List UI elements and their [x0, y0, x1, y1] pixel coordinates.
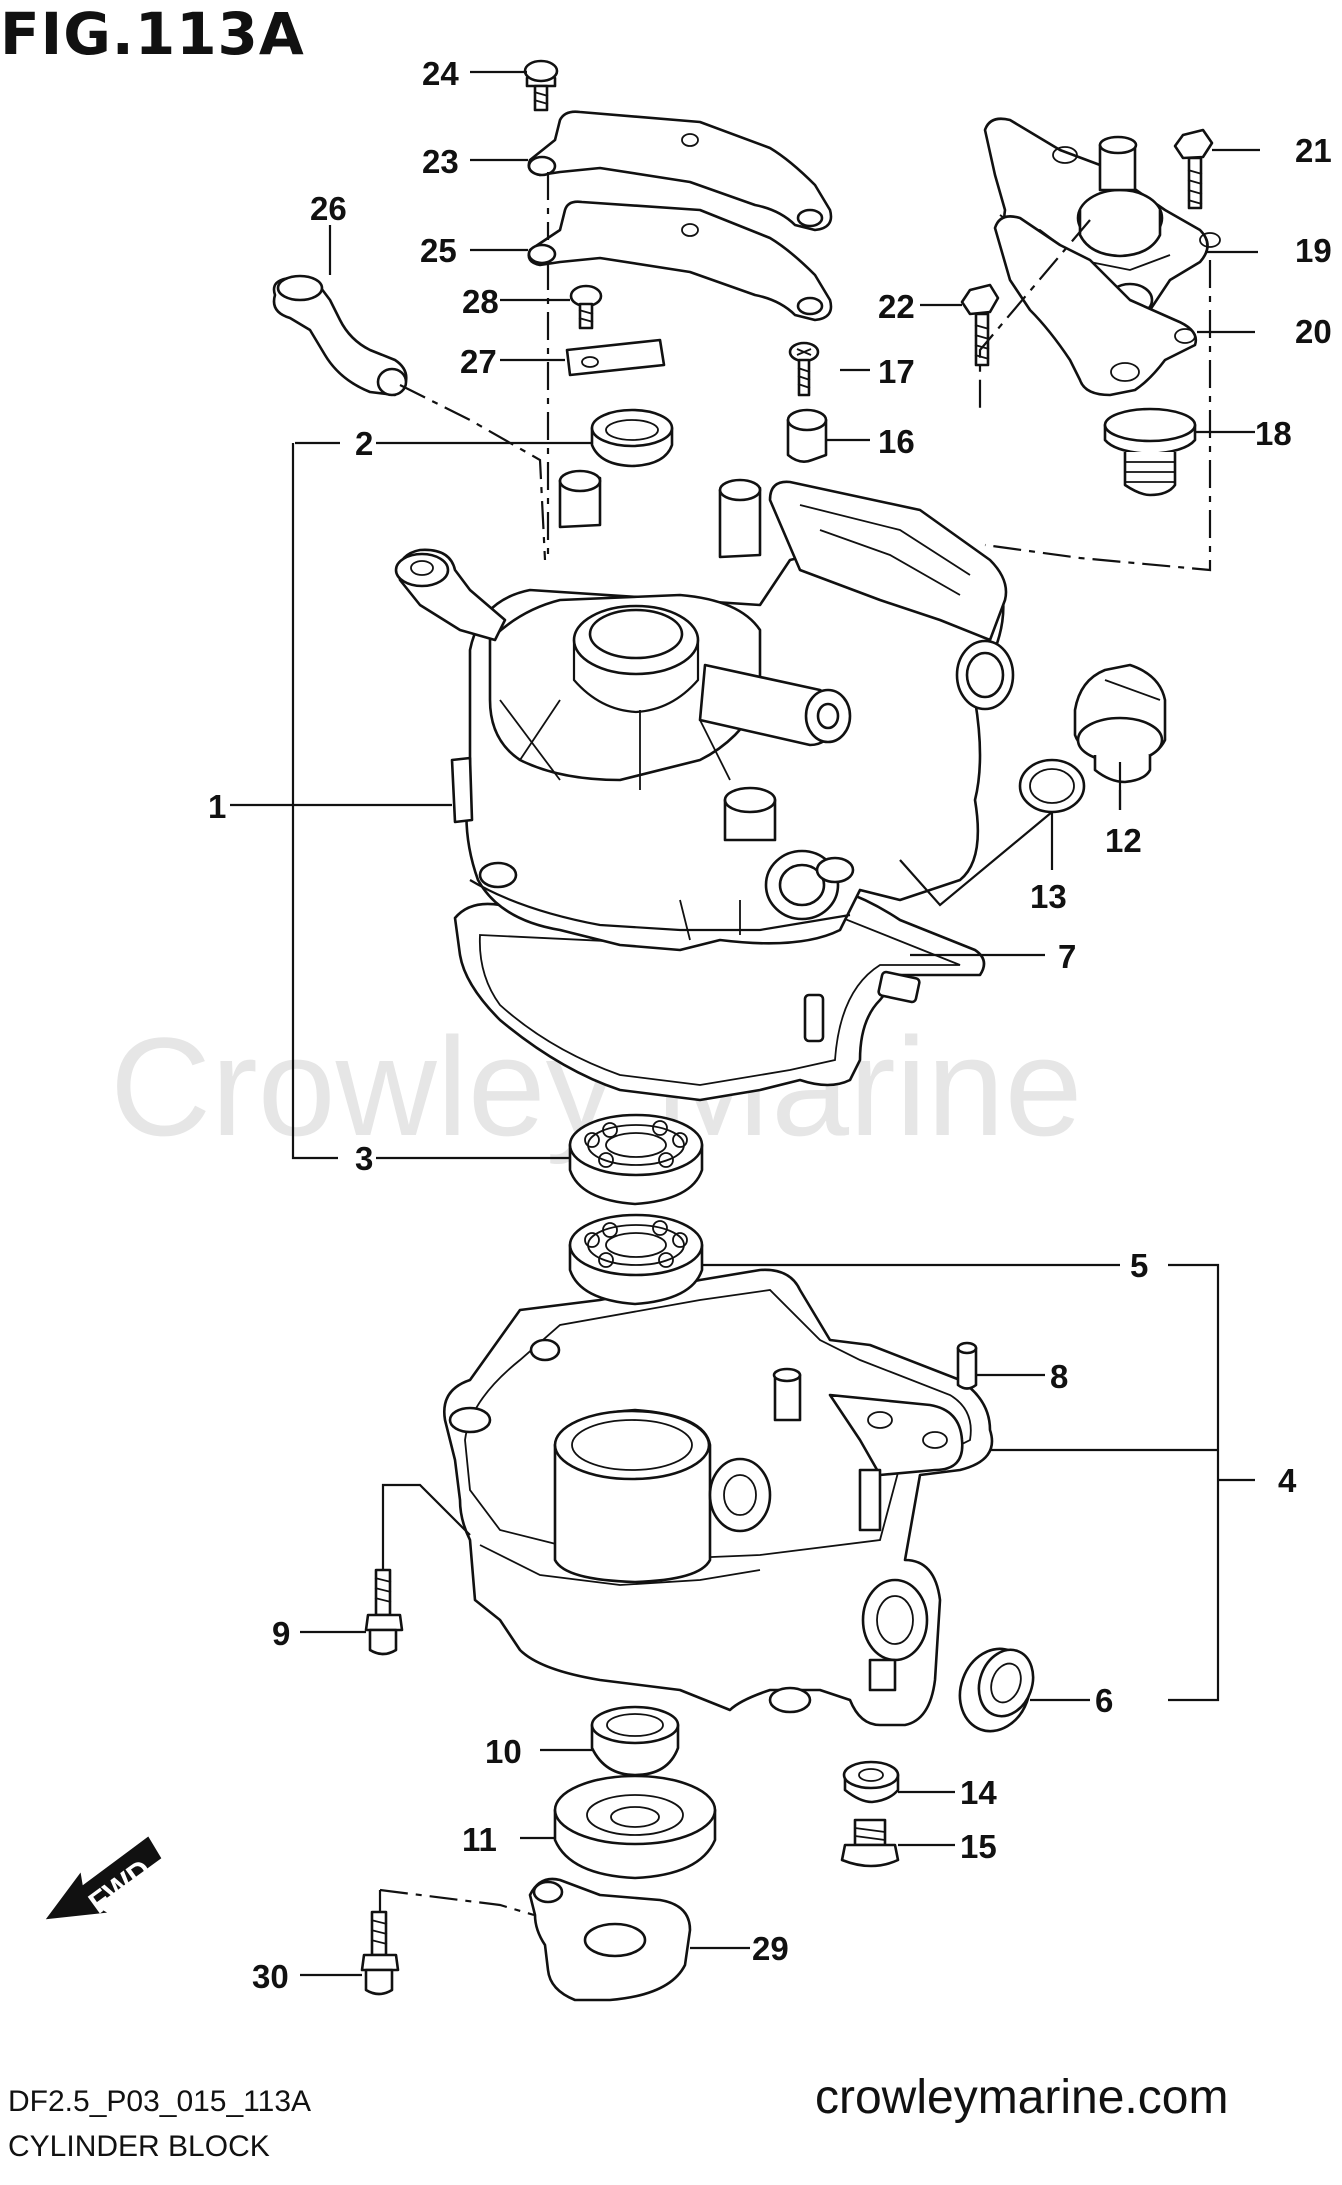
screw-part-28[interactable]	[569, 284, 603, 330]
crankcase-part[interactable]	[442, 1268, 994, 1727]
thermostat-part-18[interactable]	[1103, 407, 1197, 497]
callout-17[interactable]: 17	[878, 353, 915, 390]
callout-26[interactable]: 26	[310, 190, 347, 227]
callout-22[interactable]: 22	[878, 288, 915, 325]
cover-part-11[interactable]	[553, 1774, 717, 1880]
callout-18[interactable]: 18	[1255, 415, 1292, 452]
callout-3[interactable]: 3	[355, 1140, 373, 1177]
screw-part-24[interactable]	[523, 59, 559, 112]
website-link[interactable]: crowleymarine.com	[815, 2071, 1229, 2124]
figure-title: FIG.113A	[0, 0, 305, 68]
callout-27[interactable]: 27	[460, 343, 497, 380]
plug-part-12[interactable]	[1073, 663, 1167, 784]
callout-20[interactable]: 20	[1295, 313, 1332, 350]
callout-12[interactable]: 12	[1105, 822, 1142, 859]
dowel-part-16[interactable]	[786, 408, 828, 463]
callout-14[interactable]: 14	[960, 1774, 997, 1811]
gasket-part-20[interactable]	[993, 215, 1198, 397]
callout-28[interactable]: 28	[462, 283, 499, 320]
bearing-part-5[interactable]	[568, 1213, 704, 1306]
oil-seal-part-6[interactable]	[949, 1639, 1042, 1741]
callout-labels: 1 2 3 4 5 6 7 8 9 10 11 12 13 14 15 16 1…	[208, 55, 1332, 1995]
clip-part-27[interactable]	[565, 338, 666, 377]
callout-9[interactable]: 9	[272, 1615, 290, 1652]
bolt-part-30[interactable]	[360, 1910, 400, 1996]
callout-16[interactable]: 16	[878, 423, 915, 460]
washer-part-14[interactable]	[842, 1760, 900, 1804]
callout-4[interactable]: 4	[1278, 1462, 1297, 1499]
callout-10[interactable]: 10	[485, 1733, 522, 1770]
oil-seal-part-10[interactable]	[590, 1705, 680, 1777]
oil-seal-part-2[interactable]	[590, 408, 674, 468]
dowel-part-8[interactable]	[956, 1341, 978, 1390]
callout-5[interactable]: 5	[1130, 1247, 1148, 1284]
leader-lines	[230, 70, 1260, 1977]
plate-part-29[interactable]	[528, 1877, 692, 2002]
figure-name: CYLINDER BLOCK	[8, 2130, 270, 2163]
callout-29[interactable]: 29	[752, 1930, 789, 1967]
callout-25[interactable]: 25	[420, 232, 457, 269]
callout-8[interactable]: 8	[1050, 1358, 1068, 1395]
figure-code: DF2.5_P03_015_113A	[8, 2085, 312, 2118]
callout-24[interactable]: 24	[422, 55, 459, 92]
callout-21[interactable]: 21	[1295, 132, 1332, 169]
fwd-arrow-icon: FWD	[45, 1836, 162, 1920]
bolt-part-9[interactable]	[364, 1568, 404, 1656]
callout-19[interactable]: 19	[1295, 232, 1332, 269]
callout-13[interactable]: 13	[1030, 878, 1067, 915]
plate-part-25[interactable]	[527, 200, 833, 322]
callout-30[interactable]: 30	[252, 1958, 289, 1995]
callout-7[interactable]: 7	[1058, 938, 1076, 975]
callout-1[interactable]: 1	[208, 788, 226, 825]
callout-6[interactable]: 6	[1095, 1682, 1113, 1719]
plate-part-23[interactable]	[527, 110, 833, 232]
bolt-part-21[interactable]	[1173, 128, 1214, 210]
o-ring-part-13[interactable]	[1018, 758, 1086, 814]
callout-23[interactable]: 23	[422, 143, 459, 180]
callout-2[interactable]: 2	[355, 425, 373, 462]
cylinder-block-part[interactable]	[394, 469, 1015, 1102]
plug-part-15[interactable]	[840, 1818, 900, 1868]
hose-part-26[interactable]	[272, 274, 408, 397]
bearing-part-3[interactable]	[568, 1113, 704, 1206]
screw-part-17[interactable]	[788, 341, 820, 397]
callout-11[interactable]: 11	[462, 1821, 497, 1858]
callout-15[interactable]: 15	[960, 1828, 997, 1865]
